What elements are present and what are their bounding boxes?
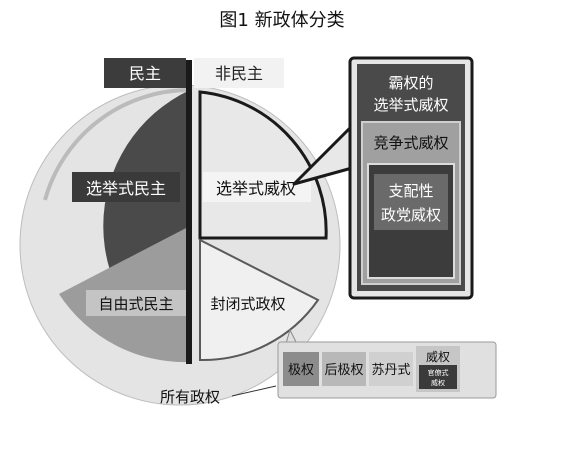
hegemonic-label-line2: 选举式威权 [373, 96, 448, 114]
electoral-authoritarian-label-bg [203, 172, 311, 202]
liberal-democracy-label-bg [86, 290, 186, 316]
electoral-authoritarian-wedge [198, 90, 328, 240]
non-democracy-header-label: 非民主 [215, 64, 263, 83]
all-regimes-leader-line [231, 385, 277, 397]
electoral-democracy-label-bg [72, 172, 180, 202]
post-totalitarian-label: 后极权 [324, 362, 363, 378]
electoral-democracy-label: 选举式民主 [86, 179, 166, 198]
sultanistic-box [369, 352, 413, 386]
democracy-header-box [104, 58, 186, 88]
liberal-democracy-label: 自由式民主 [98, 295, 173, 313]
electoral-authoritarian-label: 选举式威权 [216, 179, 296, 198]
hegemonic-label-line1: 霸权的 [388, 74, 433, 92]
dominant-party-label-line2: 政党威权 [381, 206, 441, 224]
divider-bar [186, 60, 192, 364]
authoritarian-label: 威权 [426, 350, 450, 364]
post-totalitarian-box [322, 352, 366, 386]
rim-highlight [43, 87, 191, 201]
totalitarian-box [283, 352, 319, 386]
bureaucratic-label-line1: 官僚式 [428, 368, 449, 377]
closed-regime-label: 封闭式政权 [210, 295, 285, 313]
bureaucratic-label-line2: 威权 [431, 378, 445, 387]
non-democracy-header-box [194, 58, 284, 88]
bureaucratic-box [419, 365, 457, 389]
sultanistic-label: 苏丹式 [371, 362, 410, 378]
dominant-party-label-line1: 支配性 [388, 182, 433, 200]
competitive-label: 竞争式威权 [373, 134, 448, 152]
all-regimes-label: 所有政权 [160, 388, 220, 406]
figure-title: 图1 新政体分类 [219, 10, 344, 31]
dominant-party-inner [374, 174, 448, 230]
closed-regime-wedge [199, 238, 320, 362]
totalitarian-label: 极权 [288, 362, 314, 378]
democracy-header-label: 民主 [129, 64, 161, 83]
